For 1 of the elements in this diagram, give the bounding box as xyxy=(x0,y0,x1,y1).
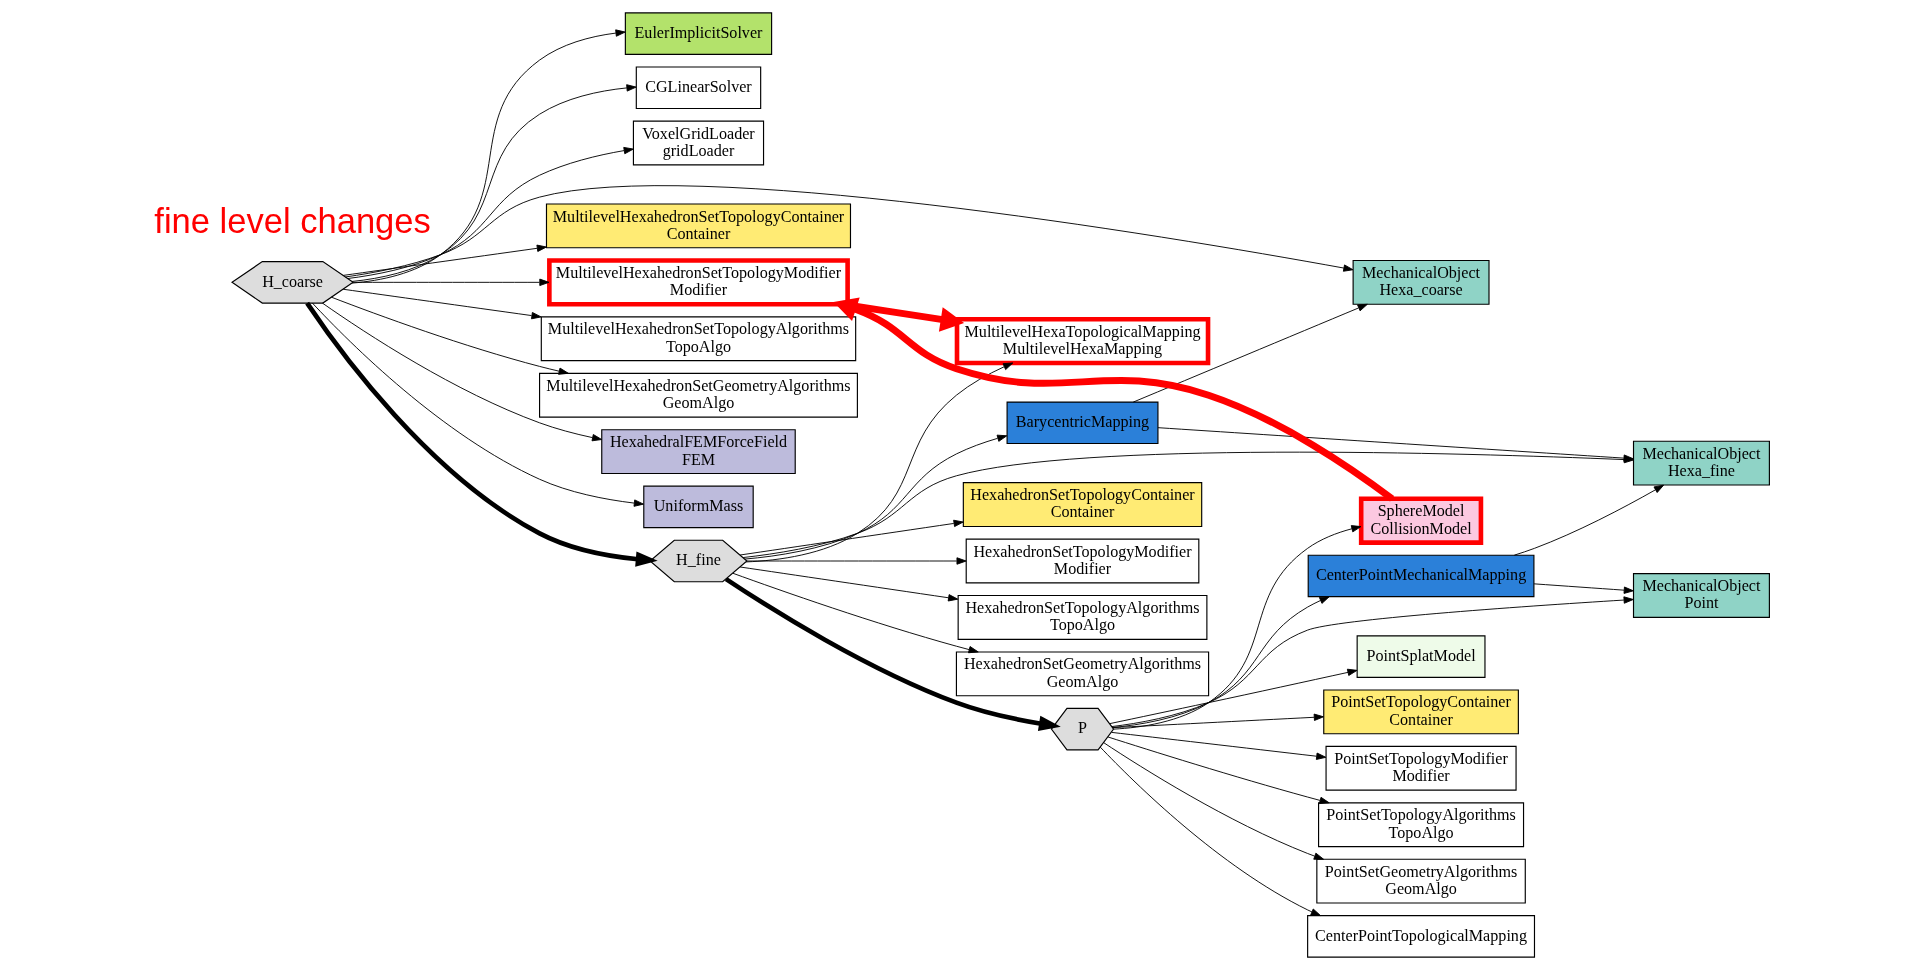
label: fine level changes xyxy=(153,202,431,241)
